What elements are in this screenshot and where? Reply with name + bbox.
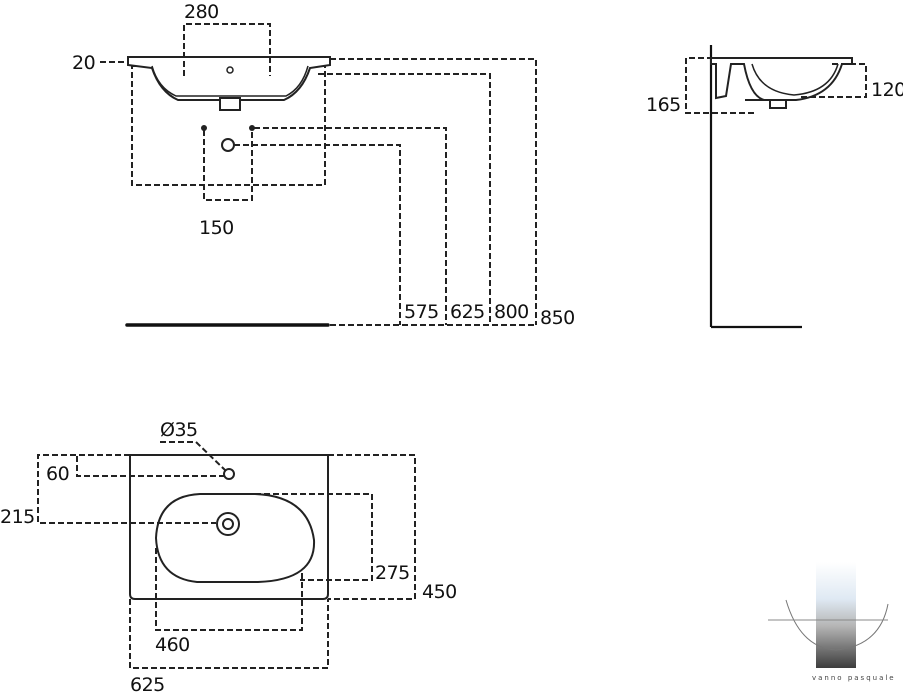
waste-outlet [219, 97, 241, 111]
dim-450-label: 450 [422, 581, 457, 603]
dim-120-label: 120 [871, 79, 903, 101]
dim-625-label: 625 [130, 674, 165, 692]
dim-215-line [37, 454, 216, 524]
vanity-outline [131, 65, 326, 186]
dim-275-line [255, 493, 373, 581]
front-view: 280 20 150 575 625 800 850 [72, 1, 575, 329]
dim-280-label: 280 [184, 1, 219, 23]
dim-575-line [234, 144, 401, 325]
dim-150-label: 150 [199, 217, 234, 239]
plan-waste-outer [216, 512, 240, 536]
brand-logo: vanno pasquale [768, 562, 896, 682]
dim-625-line [254, 127, 447, 325]
dim-120-line [800, 63, 867, 98]
plan-waste-inner [222, 518, 234, 530]
dim-575-label: 575 [404, 301, 439, 323]
dim-165-line [685, 57, 755, 114]
basin-front [127, 56, 331, 101]
plan-tap-hole [223, 468, 235, 480]
dim-60-line [76, 454, 224, 477]
dim-20-label: 20 [72, 52, 95, 74]
bracket-hole-right [249, 125, 255, 131]
dim-tap-leader [160, 441, 226, 471]
dim-60-label: 60 [46, 463, 69, 485]
dim-165-label: 165 [646, 94, 681, 116]
dim-850-line [330, 58, 537, 325]
waste-trap [745, 99, 787, 109]
dim-800-label: 800 [494, 301, 529, 323]
dim-280-line [183, 23, 271, 76]
dim-tap-label: Ø35 [160, 419, 198, 441]
dim-150-line [203, 130, 253, 201]
bracket-hole-left [201, 125, 207, 131]
dim-800-line [318, 73, 491, 325]
plan-outline [129, 454, 329, 600]
side-view: 165 120 [646, 45, 903, 329]
dim-850-label: 850 [540, 307, 575, 329]
waste-hole [221, 138, 235, 152]
logo-text: vanno pasquale [812, 674, 896, 682]
dim-625-label: 625 [450, 301, 485, 323]
dim-460-line [155, 548, 303, 631]
dim-625-line [129, 599, 329, 669]
basin-front-inner [151, 65, 309, 97]
basin-section-inner [751, 63, 839, 96]
dim-460-label: 460 [155, 634, 190, 656]
plan-bowl [154, 493, 316, 583]
logo-arc [785, 599, 889, 651]
tap-hole-mark [226, 66, 234, 74]
dim-450-line [328, 454, 416, 600]
dim-215-label: 215 [0, 506, 35, 528]
plan-view: Ø35 60 215 275 450 460 625 [0, 419, 457, 692]
logo-bar [816, 562, 856, 668]
dim-275-label: 275 [375, 562, 410, 584]
